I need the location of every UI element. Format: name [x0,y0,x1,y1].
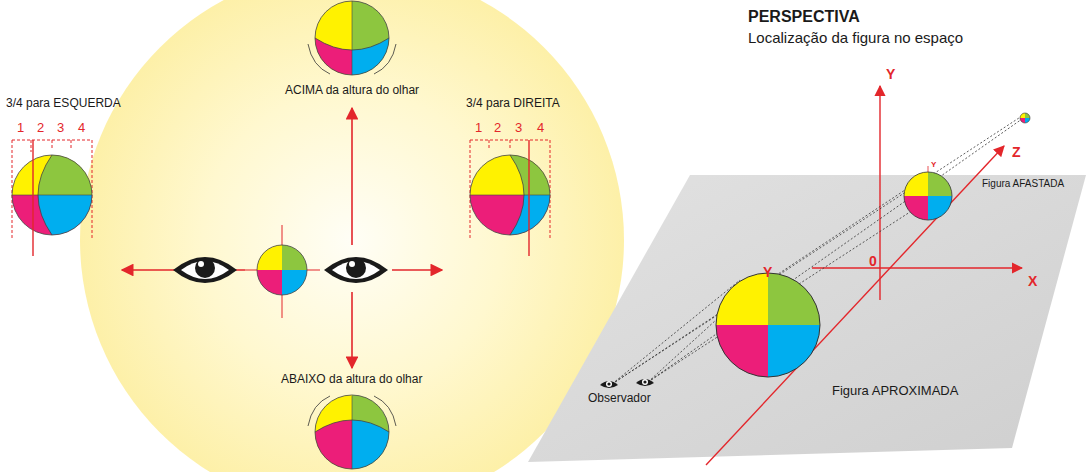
figure-label: Figura APROXIMADA [832,384,958,399]
observer-label: Observador [588,392,651,406]
view-label: 3/4 para DIREITA [466,97,560,111]
callout-number: 1 [17,121,24,136]
view-label: 3/4 para ESQUERDA [6,97,121,111]
callout-number: 4 [537,121,544,136]
diagram-title: PERSPECTIVA [748,8,860,26]
callout-number: 3 [515,121,522,136]
view-label: ACIMA da altura do olhar [285,84,419,98]
figure-label: Figura AFASTADA [982,178,1064,190]
callout-number: 1 [475,121,482,136]
callout-number: 3 [57,121,64,136]
subtitle: Localização da figura no espaço [748,29,963,46]
axis-label: Y [931,160,936,169]
view-label: ABAIXO da altura do olhar [281,373,422,387]
axis-label: Z [1012,144,1021,160]
callout-number: 4 [78,121,85,136]
callout-number: 2 [37,121,44,136]
axis-label: 0 [869,253,877,269]
axis-label: X [1028,273,1037,289]
callout-number: 2 [494,121,501,136]
axis-label: Y [886,66,895,82]
axis-label: Y [763,264,772,280]
